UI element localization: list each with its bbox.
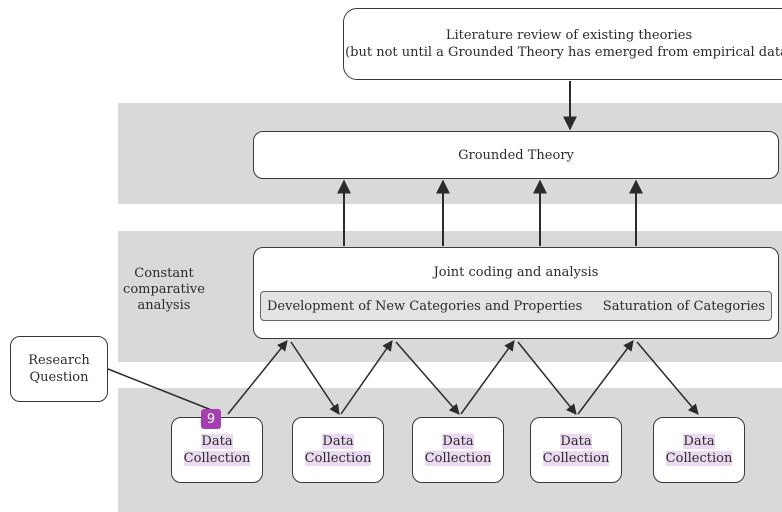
literature-review-line2: (but not until a Grounded Theory has eme… — [345, 45, 782, 60]
grounded-theory-box: Grounded Theory — [253, 131, 779, 179]
arrow-coding-to-collection — [395, 341, 460, 415]
research-question-label: Research Question — [28, 353, 90, 385]
constant-comparative-label: Constant comparative analysis — [123, 266, 205, 313]
data-collection-box: Data Collection — [412, 417, 504, 483]
arrow-coding-to-collection — [290, 341, 340, 415]
arrow-coding-to-collection — [517, 341, 577, 415]
arrow-collection-to-coding — [460, 340, 515, 415]
marker-badge: 9 — [201, 409, 221, 429]
joint-coding-box: Joint coding and analysis Development of… — [253, 247, 779, 339]
literature-review-line1: Literature review of existing theories — [445, 28, 693, 43]
data-collection-box: Data Collection — [292, 417, 384, 483]
data-collection-box: Data Collection — [171, 417, 263, 483]
literature-review-box: Literature review of existing theories (… — [343, 8, 782, 80]
research-question-box: Research Question — [10, 336, 108, 402]
development-label: Development of New Categories and Proper… — [267, 298, 583, 314]
arrow-coding-to-collection — [636, 341, 699, 415]
arrow-collection-to-coding — [227, 340, 288, 415]
research-question-connector — [107, 368, 220, 414]
arrow-collection-to-coding — [577, 340, 634, 415]
arrow-collection-to-coding — [340, 340, 393, 415]
joint-coding-title: Joint coding and analysis — [433, 265, 599, 280]
categories-strip: Development of New Categories and Proper… — [260, 291, 772, 321]
data-collection-box: Data Collection — [530, 417, 622, 483]
saturation-label: Saturation of Categories — [602, 298, 765, 314]
grounded-theory-label: Grounded Theory — [458, 147, 574, 163]
data-collection-box: Data Collection — [653, 417, 745, 483]
